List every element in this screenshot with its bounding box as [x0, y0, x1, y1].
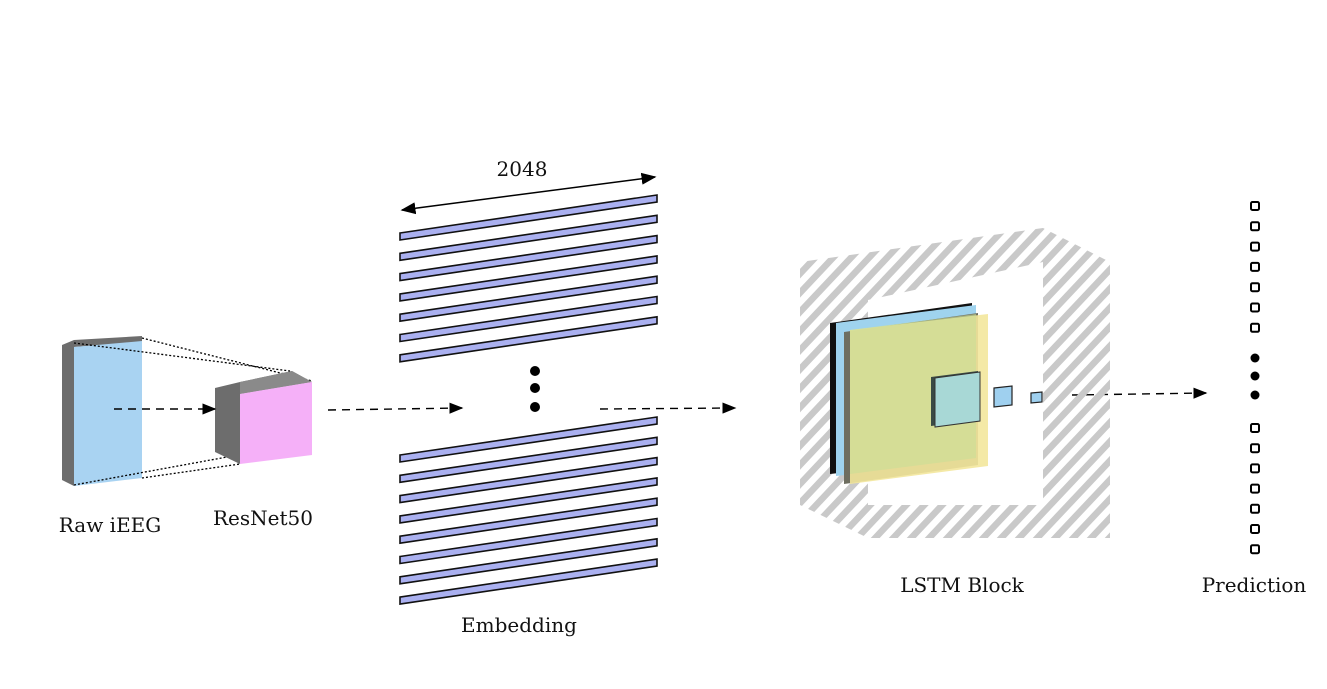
- dimension-arrow: [400, 172, 657, 215]
- lstm-stripe: [1138, 220, 1327, 560]
- lstm-stripe: [800, 228, 927, 538]
- embedding-vector: [399, 214, 658, 262]
- raw-ieeg-label: Raw iEEG: [59, 513, 162, 537]
- lstm-stripe: [1102, 228, 1110, 538]
- prediction-nodes: [1250, 201, 1260, 555]
- raw-ieeg-face: [74, 341, 142, 486]
- lstm-stripe: [1156, 220, 1327, 560]
- prediction-node: [1250, 201, 1260, 211]
- embedding-bars-top: [399, 194, 658, 363]
- embedding-vector: [399, 497, 658, 545]
- prediction-node: [1250, 261, 1260, 272]
- embedding-vector: [399, 194, 658, 241]
- embedding-vector: [399, 416, 658, 463]
- lstm-stripe: [1264, 220, 1327, 560]
- prediction-node: [1250, 544, 1260, 555]
- lstm-stripe: [800, 228, 945, 538]
- prediction-node: [1250, 483, 1260, 494]
- lstm-inner-cell: [934, 371, 981, 428]
- embedding-vector: [399, 476, 658, 524]
- embedding-vector: [399, 295, 658, 343]
- prediction-node: [1250, 322, 1260, 333]
- prediction-node: [1250, 503, 1260, 514]
- prediction-node: [1250, 221, 1260, 232]
- lstm-stripe: [1120, 220, 1327, 560]
- prediction-ellipsis: [1250, 353, 1260, 400]
- embedding-vector: [399, 517, 658, 565]
- prediction-node: [1250, 241, 1260, 252]
- embedding-vector: [399, 234, 658, 282]
- lstm-stripe: [994, 228, 1110, 538]
- embedding-vector: [399, 275, 658, 323]
- prediction-node: [1250, 524, 1260, 534]
- embedding-vector: [399, 315, 658, 363]
- embedding-bars-bottom: [399, 416, 658, 606]
- lstm-stripe: [1210, 220, 1327, 560]
- lstm-striped-frame: [800, 220, 1327, 560]
- lstm-stripe: [1282, 220, 1327, 560]
- lstm-stripe: [1012, 228, 1110, 538]
- lstm-tiny-cube: [1030, 391, 1043, 404]
- arrow-lstm-to-prediction: [1071, 387, 1208, 399]
- lstm-stripe: [1318, 220, 1327, 560]
- prediction-node: [1250, 423, 1260, 433]
- prediction-node: [1250, 302, 1260, 313]
- lstm-stripe: [976, 228, 1110, 538]
- prediction-node: [1250, 282, 1260, 293]
- lstm-stripe: [1228, 220, 1327, 560]
- dimension-label: 2048: [497, 157, 548, 181]
- lstm-stripe: [1084, 228, 1110, 538]
- resnet50-block: [215, 371, 312, 464]
- projection-lines: [73, 337, 313, 486]
- lstm-block-label: LSTM Block: [900, 573, 1024, 597]
- prediction-node: [1250, 463, 1260, 474]
- embedding-vector: [399, 537, 658, 585]
- embedding-vector: [399, 558, 658, 606]
- embedding-vector: [399, 254, 658, 302]
- resnet50-face: [240, 382, 312, 464]
- lstm-stripe: [800, 228, 891, 538]
- embedding-vector: [399, 456, 658, 504]
- lstm-small-cube: [993, 385, 1013, 408]
- lstm-block: [800, 220, 1327, 560]
- flow-arrows: [114, 387, 1208, 415]
- resnet50-label: ResNet50: [213, 506, 313, 530]
- prediction-node: [1250, 443, 1260, 454]
- lstm-stripe: [800, 228, 909, 538]
- raw-ieeg-block: [62, 336, 142, 486]
- arrow-embedding-to-lstm: [599, 402, 737, 414]
- prediction-label: Prediction: [1202, 573, 1307, 597]
- embedding-vector: [399, 436, 658, 484]
- embedding-ellipsis: [530, 366, 540, 412]
- arrow-resnet-to-embedding: [327, 402, 464, 414]
- lstm-stripe: [1300, 220, 1327, 560]
- embedding-label: Embedding: [461, 613, 577, 637]
